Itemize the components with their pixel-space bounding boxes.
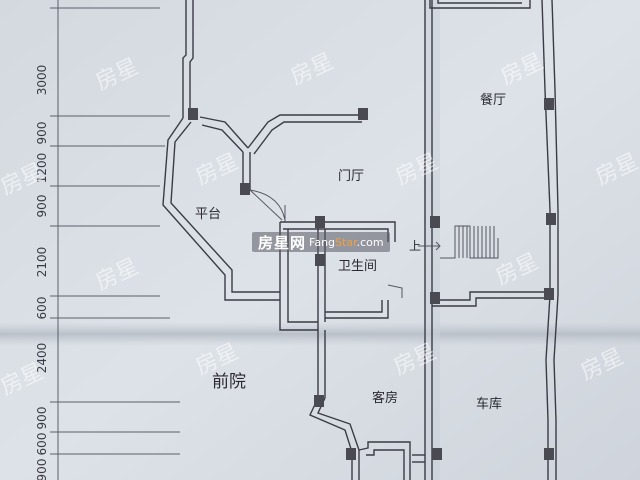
dimension-label: 600 xyxy=(35,433,49,456)
wall-segment xyxy=(201,124,244,153)
dimension-label: 900 xyxy=(35,407,49,430)
column xyxy=(240,183,250,195)
dimension-chain: 3000 900 1200 900 2100 600 2400 900 600 … xyxy=(35,0,180,480)
door-swing xyxy=(387,284,403,298)
terrace-walls xyxy=(162,0,362,301)
wall-segment xyxy=(253,121,362,155)
logo-domain-accent: Star xyxy=(335,235,357,249)
wall-segment xyxy=(199,116,249,149)
wall-segment xyxy=(309,397,353,480)
dimension-label: 1200 xyxy=(35,153,49,184)
column xyxy=(544,98,554,110)
column xyxy=(546,213,556,225)
wall-segment xyxy=(358,441,411,480)
site-logo-watermark: 房星网 FangStar.com xyxy=(252,232,390,252)
wall-segment xyxy=(432,297,548,307)
logo-main-text: 房星网 xyxy=(258,233,307,252)
room-label-bathroom: 卫生间 xyxy=(338,259,377,274)
dimension-label: 2100 xyxy=(35,247,49,278)
logo-domain-suffix: .com xyxy=(356,235,384,249)
stair-outline xyxy=(440,225,499,259)
dimension-label: 900 xyxy=(35,459,49,480)
room-labels: 餐厅 门厅 平台 卫生间 前院 客房 车库 上 xyxy=(195,92,506,412)
room-label-foyer: 门厅 xyxy=(338,169,364,184)
wall-segment xyxy=(432,291,548,301)
room-label-dining: 餐厅 xyxy=(480,92,506,108)
wall-segment xyxy=(287,229,318,323)
column xyxy=(358,108,368,120)
wall-segment xyxy=(366,449,405,480)
door-swing xyxy=(249,189,286,221)
wall-segment xyxy=(325,300,389,319)
structural-columns xyxy=(188,98,556,460)
guest-room-walls xyxy=(309,397,425,480)
column xyxy=(544,288,554,300)
column xyxy=(314,395,324,407)
room-label-guest-room: 客房 xyxy=(372,390,398,406)
paper-fold-horizontal xyxy=(0,322,640,346)
column xyxy=(188,108,198,120)
column xyxy=(432,448,442,460)
logo-domain-text: FangStar.com xyxy=(309,236,384,249)
wall-segment xyxy=(325,300,383,313)
wall-segment xyxy=(170,121,280,293)
wall-segment xyxy=(247,114,362,149)
dimension-label: 900 xyxy=(35,195,49,218)
wall-segment xyxy=(279,222,318,331)
room-label-garage: 车库 xyxy=(476,396,502,412)
column xyxy=(544,448,554,460)
central-wall xyxy=(424,0,433,480)
dimension-label: 2400 xyxy=(35,343,49,374)
wall-segment xyxy=(437,0,522,4)
wall-segment xyxy=(551,0,559,480)
wall-segment xyxy=(182,0,187,118)
column xyxy=(430,292,440,304)
stair-up-label: 上 xyxy=(409,239,421,253)
room-label-front-yard: 前院 xyxy=(212,372,246,392)
wall-segment xyxy=(189,0,194,118)
dimension-label: 3000 xyxy=(35,65,49,96)
stair-arrow xyxy=(418,241,441,251)
dimension-label: 600 xyxy=(35,297,49,320)
column xyxy=(315,216,325,228)
top-walls xyxy=(429,0,531,9)
stair-and-garage-walls xyxy=(418,225,548,307)
column xyxy=(315,254,325,266)
wall-segment xyxy=(162,117,280,301)
column xyxy=(346,448,356,460)
wall-segment xyxy=(317,397,360,480)
logo-domain-prefix: Fang xyxy=(309,235,336,249)
room-label-terrace: 平台 xyxy=(195,207,221,222)
column xyxy=(430,216,440,228)
wall-segment xyxy=(429,0,531,9)
dimension-label: 900 xyxy=(35,122,49,145)
